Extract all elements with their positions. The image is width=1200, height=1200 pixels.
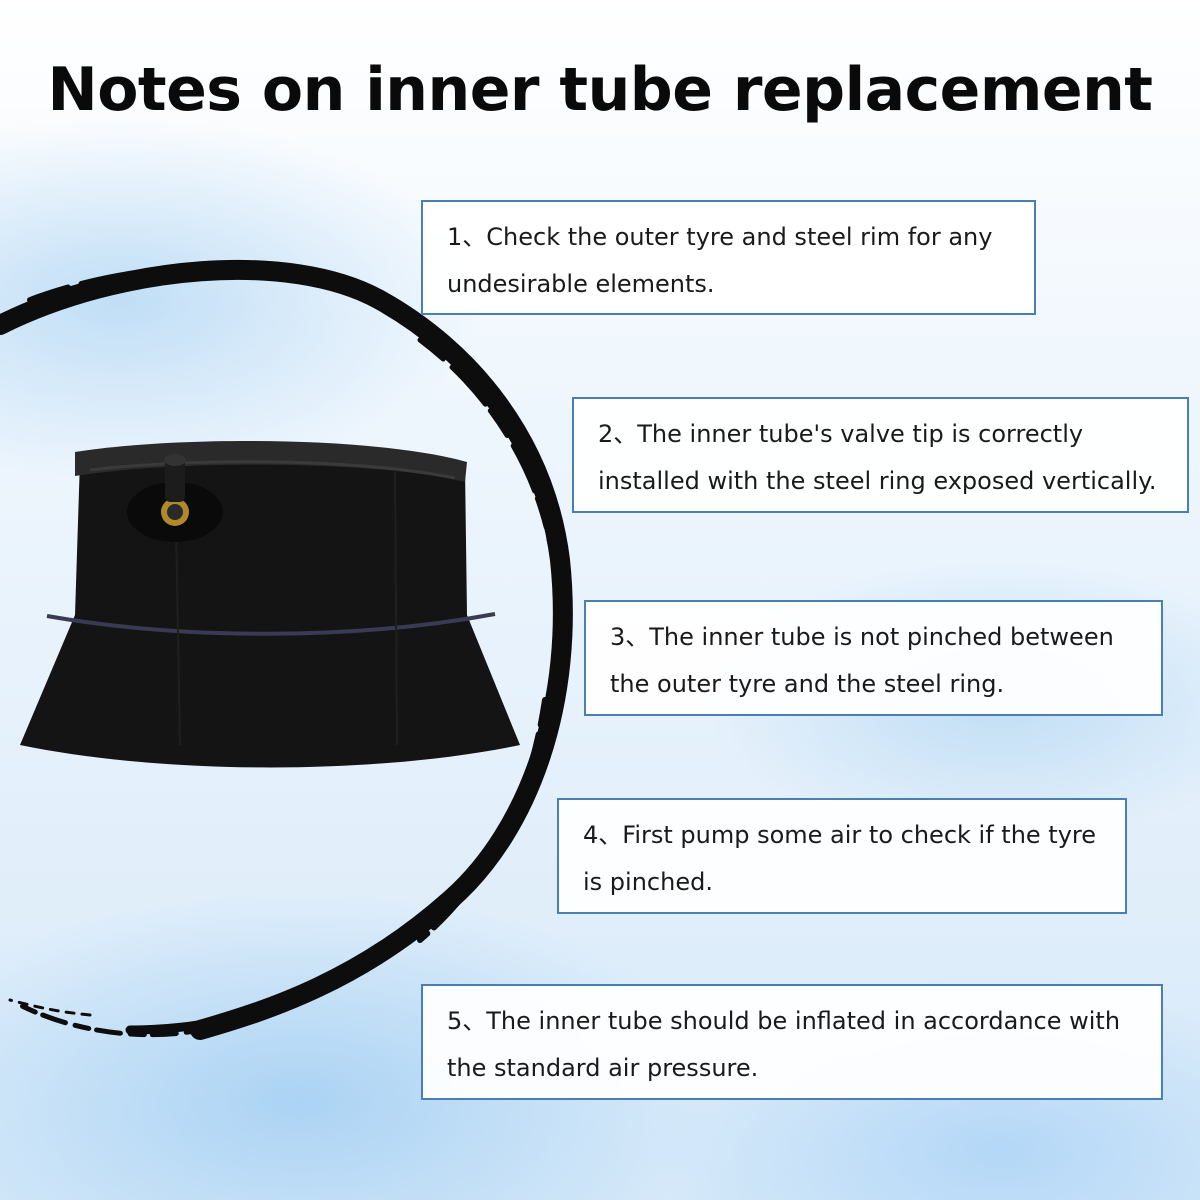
note-1: 1、Check the outer tyre and steel rim for…	[421, 200, 1036, 315]
note-2: 2、The inner tube's valve tip is correctl…	[572, 397, 1189, 513]
note-5: 5、The inner tube should be inflated in a…	[421, 984, 1163, 1100]
inner-tube-image	[20, 441, 520, 768]
page-title: Notes on inner tube replacement	[47, 55, 1154, 125]
note-3: 3、The inner tube is not pinched between …	[584, 600, 1163, 716]
note-4: 4、First pump some air to check if the ty…	[557, 798, 1127, 914]
